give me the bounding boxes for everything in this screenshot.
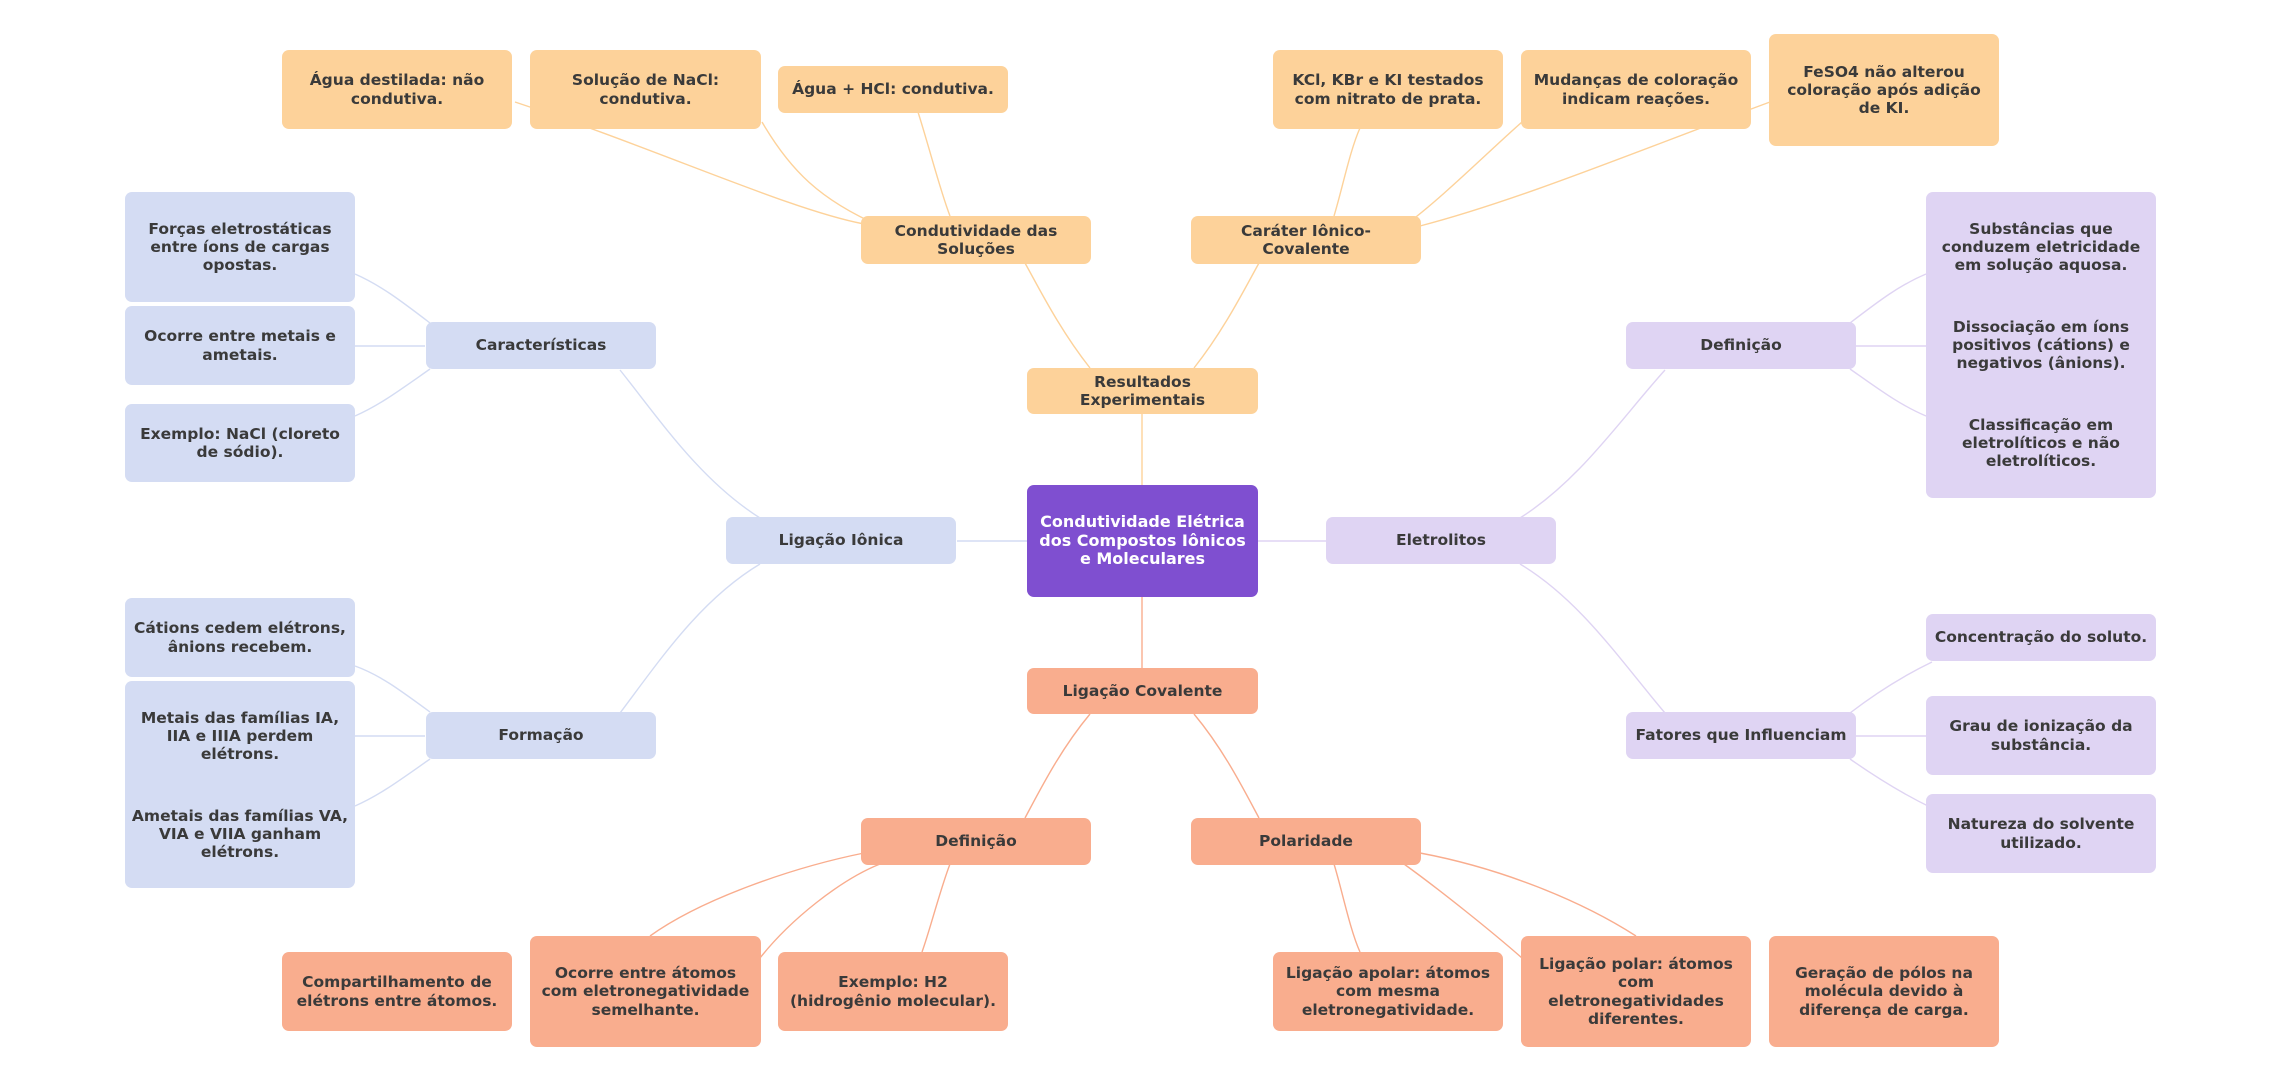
electrolytes-factors-item-2[interactable]: Grau de ionização da substância. [1926,696,2156,775]
link-pol-2 [1403,863,1523,959]
link-char-item-1 [354,273,431,324]
character-node[interactable]: Caráter Iônico-Covalente [1191,216,1421,264]
covalent-polarity-node[interactable]: Polaridade [1191,818,1421,865]
ionic-characteristics-node[interactable]: Características [426,322,656,369]
ionic-formation-item-2[interactable]: Metais das famílias IA, IIA e IIIA perde… [140,708,340,764]
electrolytes-definition-item-3[interactable]: Classificação em eletrolíticos e não ele… [1962,415,2120,471]
link-edef-3 [1849,368,1927,417]
covalent-definition-node[interactable]: Definição [861,818,1091,865]
link-form-item-3 [354,758,431,807]
electrolytes-definition-item-1[interactable]: Substâncias que conduzem eletricidade em… [1941,219,2141,275]
link-results-character [1193,262,1260,369]
link-char-2 [1403,121,1523,227]
link-electro-factors [1519,563,1666,714]
electrolytes-definition-item-2[interactable]: Dissociação em íons positivos (cátions) … [1952,317,2130,373]
covalent-definition-item-1[interactable]: Compartilhamento de elétrons entre átomo… [282,952,512,1031]
character-item-3[interactable]: FeSO4 não alterou coloração após adição … [1769,34,1999,146]
link-cond-3 [917,111,951,217]
covalent-polarity-item-1[interactable]: Ligação apolar: átomos com mesma eletron… [1273,952,1503,1031]
ionic-formation-node[interactable]: Formação [426,712,656,759]
link-cdef-2 [759,863,881,959]
electrolytes-factors-item-3[interactable]: Natureza do solvente utilizado. [1926,794,2156,873]
covalent-definition-item-2[interactable]: Ocorre entre átomos com eletronegativida… [530,936,761,1047]
results-node[interactable]: Resultados Experimentais [1027,368,1258,414]
link-results-conductivity [1024,262,1091,369]
link-covalent-definition [1024,713,1091,819]
ionic-formation-group [125,681,355,888]
link-ionic-formation [619,563,761,714]
link-cdef-3 [921,863,951,953]
ionic-characteristics-item-2[interactable]: Ocorre entre metais e ametais. [125,306,355,385]
covalent-definition-item-3[interactable]: Exemplo: H2 (hidrogênio molecular). [778,952,1008,1031]
character-item-1[interactable]: KCl, KBr e KI testados com nitrato de pr… [1273,50,1503,129]
covalent-node[interactable]: Ligação Covalente [1027,668,1258,714]
ionic-node[interactable]: Ligação Iônica [726,517,956,564]
link-covalent-polarity [1193,713,1260,819]
link-char-1 [1333,127,1361,217]
conductivity-item-3[interactable]: Água + HCl: condutiva. [778,66,1008,113]
link-electro-definition [1519,369,1666,519]
electrolytes-definition-group [1926,192,2156,498]
electrolytes-factors-item-1[interactable]: Concentração do soluto. [1926,614,2156,661]
link-char-item-3 [354,368,431,417]
electrolytes-factors-node[interactable]: Fatores que Influenciam [1626,712,1856,759]
link-cond-2 [761,121,881,227]
ionic-characteristics-item-3[interactable]: Exemplo: NaCl (cloreto de sódio). [125,404,355,482]
link-fac-3 [1849,758,1933,809]
character-item-2[interactable]: Mudanças de coloração indicam reações. [1521,50,1751,129]
conductivity-node[interactable]: Condutividade das Soluções [861,216,1091,264]
root-node[interactable]: Condutividade Elétrica dos Compostos Iôn… [1027,485,1258,597]
conductivity-item-1[interactable]: Água destilada: não condutiva. [282,50,512,129]
covalent-polarity-item-2[interactable]: Ligação polar: átomos com eletronegativi… [1521,936,1751,1047]
covalent-polarity-item-3[interactable]: Geração de pólos na molécula devido à di… [1769,936,1999,1047]
electrolytes-definition-node[interactable]: Definição [1626,322,1856,369]
conductivity-item-2[interactable]: Solução de NaCl: condutiva. [530,50,761,129]
link-pol-1 [1333,863,1361,953]
ionic-formation-item-3[interactable]: Ametais das famílias VA, VIA e VIIA ganh… [131,806,349,862]
link-ionic-characteristics [619,369,761,519]
ionic-characteristics-item-1[interactable]: Forças eletrostáticas entre íons de carg… [125,192,355,302]
link-cdef-1 [649,852,865,937]
link-fac-1 [1849,661,1933,714]
ionic-formation-item-1[interactable]: Cátions cedem elétrons, ânions recebem. [125,598,355,677]
link-pol-3 [1419,852,1637,937]
link-edef-1 [1849,273,1927,324]
electrolytes-node[interactable]: Eletrolitos [1326,517,1556,564]
link-form-item-1 [354,665,431,713]
